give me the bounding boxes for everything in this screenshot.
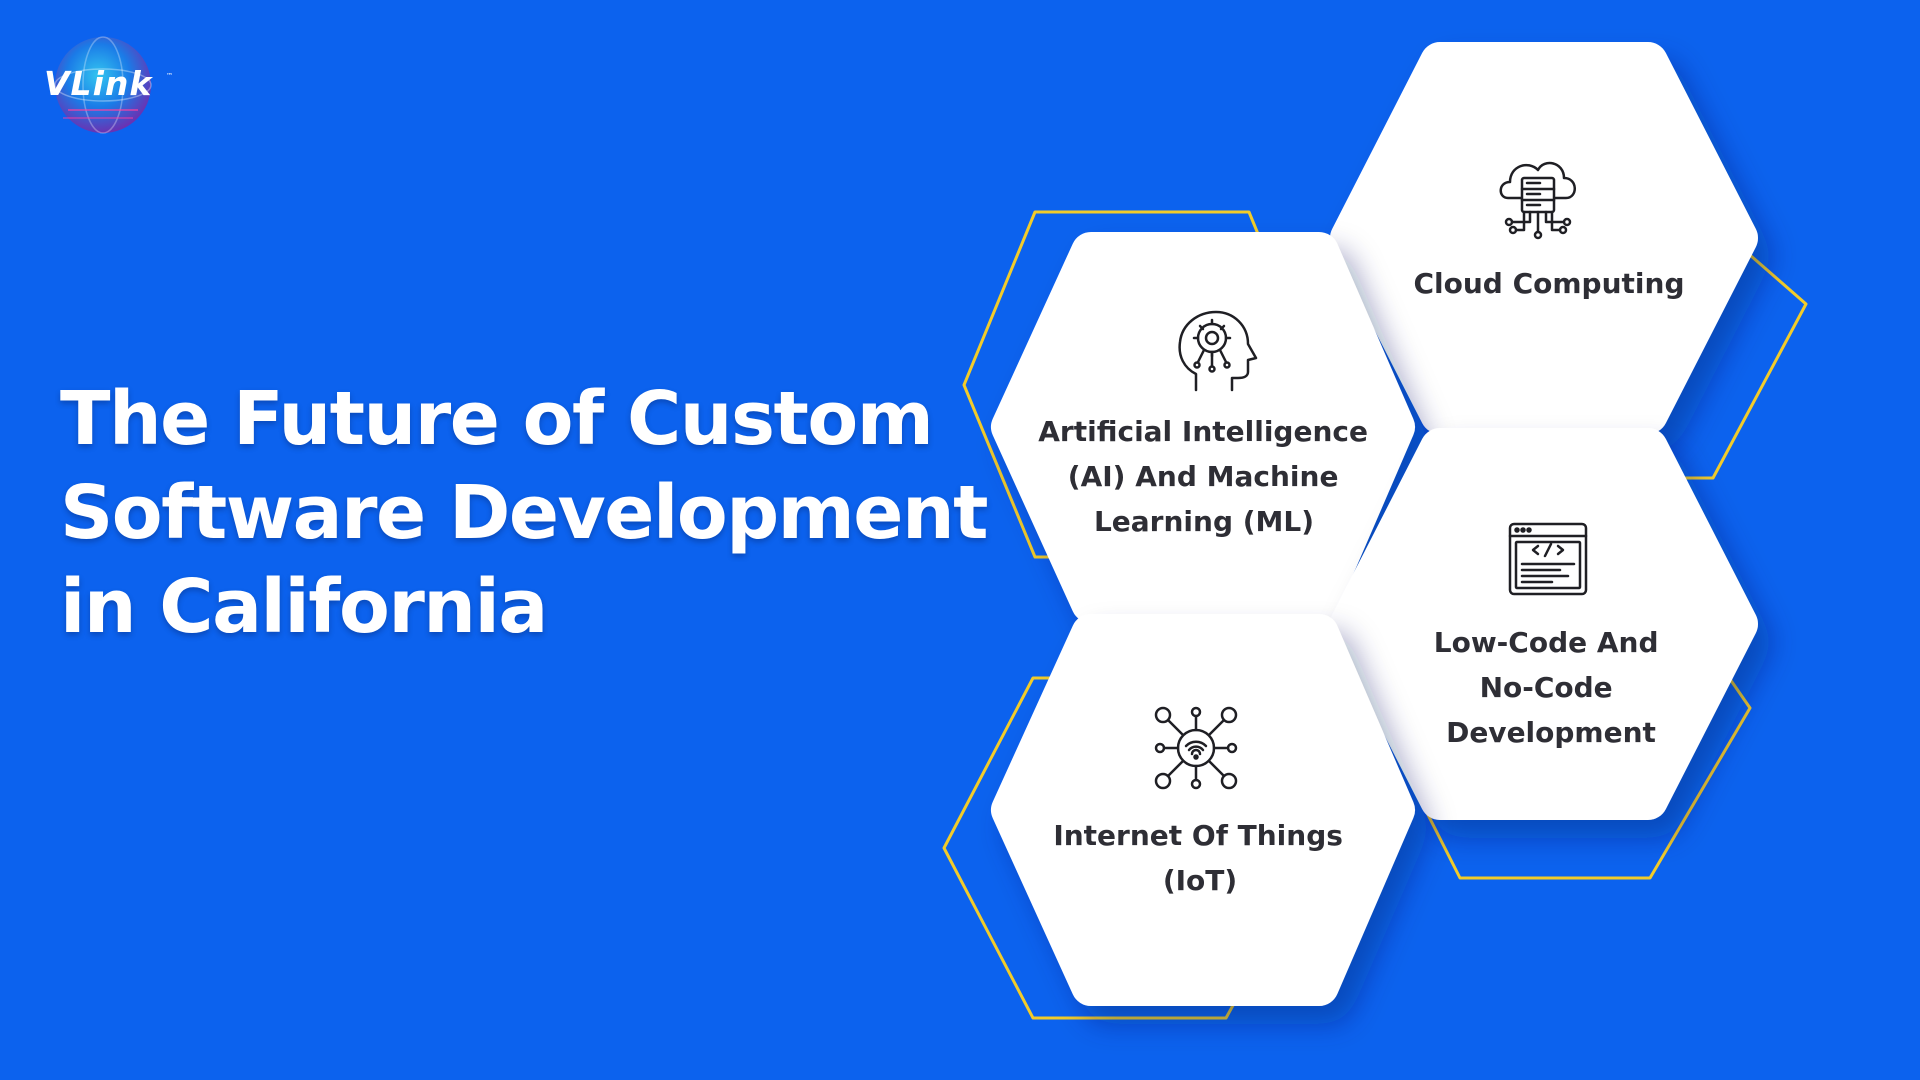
- cloud-server-icon: [1499, 161, 1576, 240]
- label-cloud-computing: Cloud Computing: [1413, 267, 1684, 300]
- ai-head-icon: [1178, 310, 1258, 392]
- label-line: Development: [1446, 716, 1656, 749]
- globe-icon: [54, 36, 152, 134]
- label-line: (AI) And Machine: [1068, 460, 1339, 493]
- label-low-code: Low-Code And No-Code Development: [1434, 626, 1669, 749]
- hexagon-cloud: [1330, 42, 1758, 434]
- vlink-logo: [38, 30, 188, 140]
- hexagon-lowcode: [1330, 428, 1758, 820]
- title-line-2: Software Development: [60, 470, 989, 556]
- title-line-3: in California: [60, 564, 548, 650]
- label-line: Low-Code And: [1434, 626, 1659, 659]
- hexagon-ai: [991, 232, 1415, 623]
- label-ai-ml: Artificial Intelligence (AI) And Machine…: [1038, 415, 1377, 538]
- label-iot: Internet Of Things (IoT): [1053, 819, 1352, 897]
- label-line: Learning (ML): [1094, 505, 1314, 538]
- iot-network-icon: [1154, 706, 1238, 790]
- page-title: The Future of Custom Software Developmen…: [60, 372, 989, 654]
- label-line: Cloud Computing: [1413, 267, 1684, 300]
- hexagon-iot: [991, 614, 1415, 1006]
- label-line: No-Code: [1480, 671, 1613, 704]
- label-line: Artificial Intelligence: [1038, 415, 1368, 448]
- logo-wordmark: VLink: [44, 64, 153, 103]
- title-line-1: The Future of Custom: [60, 376, 934, 462]
- code-window-icon: [1508, 522, 1588, 596]
- label-line: (IoT): [1163, 864, 1237, 897]
- trademark-mark: ™: [166, 72, 173, 80]
- label-line: Internet Of Things: [1053, 819, 1343, 852]
